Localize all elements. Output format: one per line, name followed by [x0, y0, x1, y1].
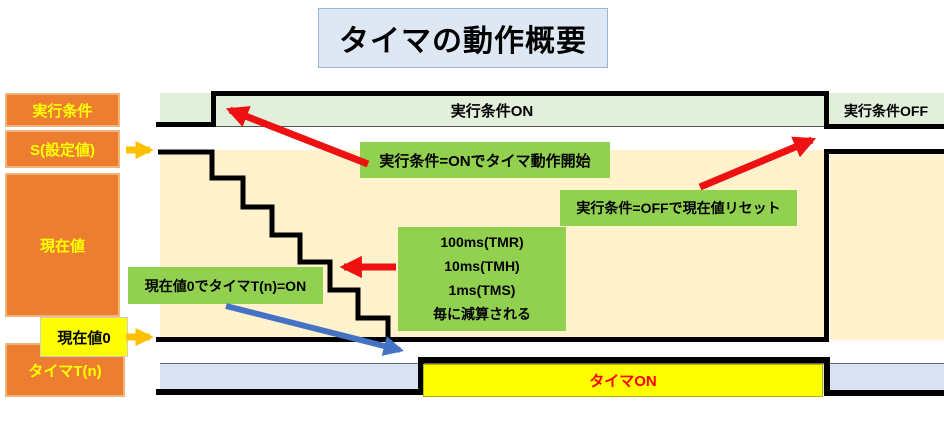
- execution-on-text: 実行条件ON: [450, 103, 534, 120]
- exec-wave-low-right: [824, 124, 944, 129]
- decrement-line-1: 100ms(TMR): [440, 234, 524, 251]
- label-current-value-zero: 現在値0: [40, 317, 128, 357]
- callout-reset-condition: 実行条件=OFFで現在値リセット: [560, 190, 797, 226]
- current-value-after-reset-line: [824, 149, 944, 154]
- page-title: タイマの動作概要: [318, 8, 608, 68]
- current-value-reset-edge: [824, 149, 829, 342]
- label-set-value: S(設定値): [5, 130, 120, 168]
- exec-wave-falling-edge: [824, 91, 829, 128]
- timer-wave-high: [418, 357, 830, 363]
- timer-on-box: タイマON: [423, 364, 823, 397]
- timer-wave-low-left: [156, 389, 422, 395]
- decrement-line-4: 毎に減算される: [433, 305, 531, 322]
- timer-wave-rising-edge: [418, 358, 424, 395]
- callout-zero-condition: 現在値0でタイマT(n)=ON: [128, 267, 323, 304]
- current-value-zero-baseline: [156, 337, 829, 342]
- label-current-value: 現在値: [5, 173, 120, 317]
- exec-wave-high: [211, 91, 829, 96]
- timer-wave-low-right: [824, 390, 944, 396]
- current-value-area-after-reset: [830, 152, 944, 340]
- execution-off-text: 実行条件OFF: [844, 103, 928, 119]
- label-execution-condition: 実行条件: [5, 93, 120, 127]
- callout-decrement-rates: 100ms(TMR) 10ms(TMH) 1ms(TMS) 毎に減算される: [398, 227, 566, 331]
- exec-wave-low-left: [156, 122, 216, 127]
- decrement-line-3: 1ms(TMS): [448, 282, 516, 298]
- decrement-line-2: 10ms(TMH): [444, 258, 520, 275]
- timer-wave-falling-edge: [824, 357, 830, 396]
- exec-wave-rising-edge: [211, 92, 216, 127]
- callout-start-condition: 実行条件=ONでタイマ動作開始: [360, 142, 610, 178]
